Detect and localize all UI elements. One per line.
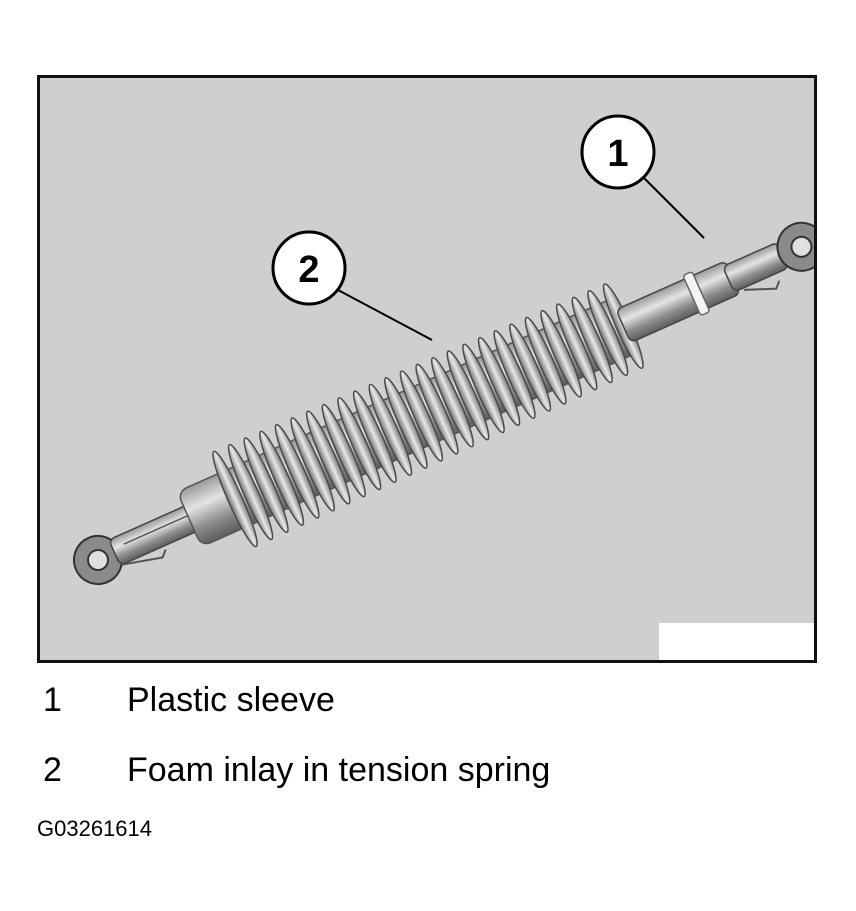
- spring-coil: [274, 423, 320, 519]
- figure-id: G03261614: [37, 816, 152, 841]
- spring-coil: [415, 363, 459, 455]
- spring-strut-drawing: 2 1: [73, 114, 814, 585]
- spring-coil: [259, 430, 305, 526]
- tension-spring-coils: [212, 283, 644, 548]
- callout-2-number: 2: [298, 249, 319, 291]
- spring-coil: [462, 343, 505, 434]
- spring-coil: [446, 350, 490, 441]
- spring-coil: [477, 336, 521, 427]
- spring-coil: [555, 303, 598, 391]
- spring-coil: [524, 316, 567, 405]
- spring-coil: [290, 417, 336, 512]
- callout-1-circle: [580, 114, 656, 190]
- callout-2-leader: [337, 289, 433, 341]
- spring-coil: [227, 443, 274, 541]
- spring-coil: [352, 390, 397, 484]
- spring-coil: [587, 289, 629, 377]
- spring-coil: [399, 370, 444, 462]
- spring-coil: [384, 376, 428, 469]
- spring-coil: [493, 330, 536, 419]
- spring-coil: [212, 450, 258, 548]
- callout-1-leader: [643, 177, 705, 239]
- legend-number: 1: [43, 681, 62, 719]
- spring-coil: [243, 437, 289, 534]
- spring-coil: [321, 403, 366, 498]
- spring-coil: [368, 383, 413, 476]
- tension-spring-strut: [73, 221, 814, 585]
- left-eye-end: [73, 504, 202, 585]
- callout-2-circle: [271, 230, 347, 306]
- legend-item-1: 1 Plastic sleeve: [0, 678, 856, 722]
- legend-number: 2: [43, 751, 62, 789]
- right-eye-end: [723, 221, 814, 291]
- spring-coil: [305, 410, 351, 505]
- legend-label: Foam inlay in tension spring: [127, 751, 551, 789]
- plastic-sleeve: [683, 271, 710, 316]
- diagram-figure: 2 1: [37, 75, 817, 663]
- spring-coil: [509, 323, 552, 412]
- callout-1-number: 1: [607, 133, 628, 175]
- blank-label-patch: [659, 623, 814, 660]
- spring-coil: [571, 296, 613, 384]
- legend-item-2: 2 Foam inlay in tension spring: [0, 748, 856, 792]
- legend-label: Plastic sleeve: [127, 681, 335, 719]
- spring-coil: [540, 310, 583, 398]
- right-rod: [617, 262, 740, 342]
- spring-coil: [430, 356, 474, 448]
- spring-coil: [337, 397, 382, 491]
